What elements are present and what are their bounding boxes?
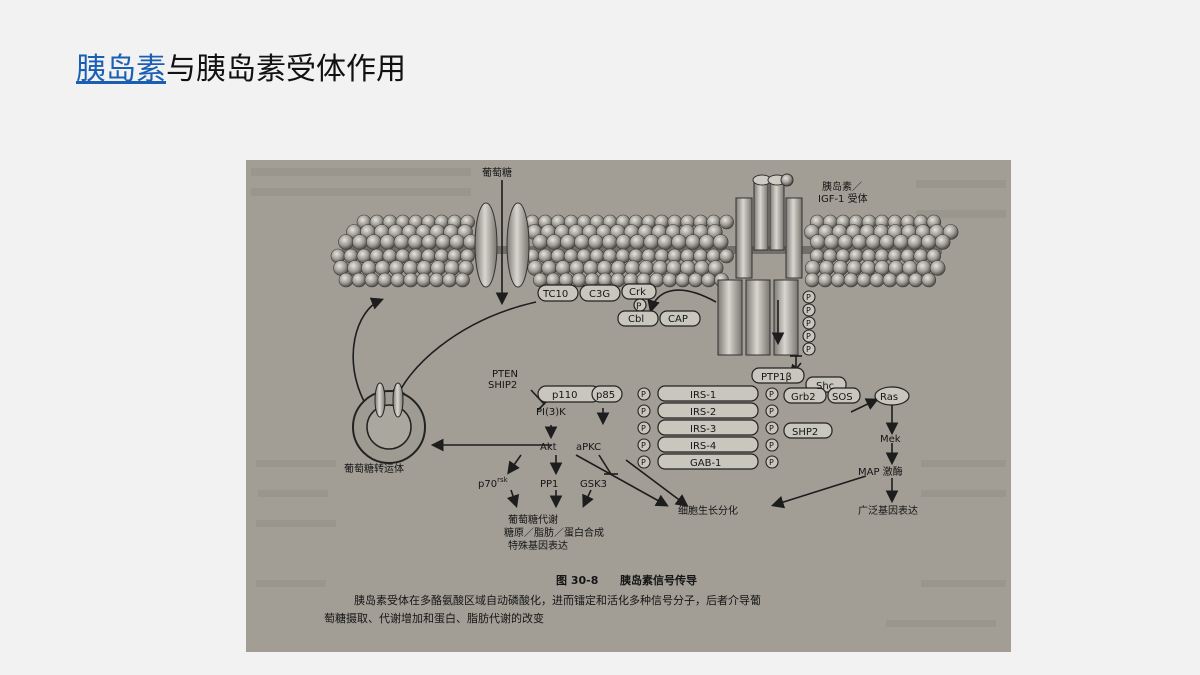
figure-title: 胰岛素信号传导 bbox=[619, 573, 697, 587]
label-pp1: PP1 bbox=[540, 479, 558, 490]
phospho-receptor bbox=[802, 342, 816, 356]
phospho-right bbox=[765, 438, 779, 452]
glucose-channel bbox=[474, 202, 530, 288]
title-rest: 与胰岛素受体作用 bbox=[166, 52, 406, 87]
label-irs4: IRS-4 bbox=[690, 441, 716, 452]
phospho-receptor bbox=[802, 290, 816, 304]
label-ship2: SHIP2 bbox=[488, 380, 517, 391]
phospho-left-label: P bbox=[641, 407, 646, 416]
phospho-left-label: P bbox=[641, 424, 646, 433]
slide-title: 胰岛素与胰岛素受体作用 bbox=[76, 44, 406, 88]
phospho-right-label: P bbox=[769, 390, 774, 399]
label-ras: Ras bbox=[880, 392, 898, 403]
label-mek: Mek bbox=[880, 434, 901, 445]
label-tc10: TC10 bbox=[542, 289, 568, 300]
label-p85: p85 bbox=[596, 390, 615, 401]
glucose-transporter-vesicle bbox=[352, 382, 426, 464]
phospho-right-label: P bbox=[769, 458, 774, 467]
label-pi3k: PI(3)K bbox=[536, 407, 566, 418]
label-shc: Shc bbox=[816, 381, 834, 392]
figure-caption-2: 萄糖摄取、代谢增加和蛋白、脂肪代谢的改变 bbox=[324, 611, 544, 625]
phospho-right bbox=[765, 387, 779, 401]
label-metab-3: 特殊基因表达 bbox=[508, 539, 568, 552]
label-pten: PTEN bbox=[492, 369, 518, 380]
figure-caption-1: 胰岛素受体在多酪氨酸区域自动磷酸化，进而镭定和活化多种信号分子，后者介导葡 bbox=[354, 593, 761, 607]
label-transporter: 葡萄糖转运体 bbox=[344, 462, 404, 475]
phospho-left-label: P bbox=[641, 390, 646, 399]
phospho-receptor-label: P bbox=[806, 293, 811, 302]
label-irs2: IRS-2 bbox=[690, 407, 716, 418]
label-apkc: aPKC bbox=[576, 442, 601, 453]
label-akt: Akt bbox=[540, 442, 557, 453]
phospho-right-label: P bbox=[769, 424, 774, 433]
label-metab-1: 葡萄糖代谢 bbox=[508, 513, 558, 526]
phospho-right bbox=[765, 421, 779, 435]
label-gab1: GAB-1 bbox=[690, 458, 721, 469]
phospho-receptor bbox=[802, 303, 816, 317]
phospho-receptor-label: P bbox=[806, 306, 811, 315]
figure-number: 图 30-8 bbox=[556, 574, 598, 587]
label-metab-2: 糖原／脂肪／蛋白合成 bbox=[504, 526, 604, 539]
label-growth: 细胞生长分化 bbox=[678, 504, 738, 517]
phospho-left-label: P bbox=[641, 441, 646, 450]
label-p70: p70rsk bbox=[478, 476, 509, 490]
label-gsk3: GSK3 bbox=[580, 479, 607, 490]
label-sos: SOS bbox=[832, 392, 853, 403]
label-gene-expr: 广泛基因表达 bbox=[858, 504, 918, 517]
label-ptp1b: PTP1β bbox=[761, 372, 792, 383]
label-irs3: IRS-3 bbox=[690, 424, 716, 435]
phospho-left bbox=[637, 455, 651, 469]
phospho-left-label: P bbox=[641, 458, 646, 467]
label-cbl: Cbl bbox=[628, 314, 644, 325]
title-link[interactable]: 胰岛素 bbox=[76, 52, 166, 87]
label-glucose: 葡萄糖 bbox=[482, 166, 512, 179]
label-receptor-2: IGF-1 受体 bbox=[818, 193, 868, 205]
phospho-receptor bbox=[802, 329, 816, 343]
label-cap: CAP bbox=[668, 314, 688, 325]
label-grb2: Grb2 bbox=[791, 392, 816, 403]
phospho-left bbox=[637, 421, 651, 435]
label-p-crk: P bbox=[636, 302, 642, 312]
phospho-left bbox=[637, 438, 651, 452]
phospho-left bbox=[637, 404, 651, 418]
label-receptor-1: 胰岛素／ bbox=[822, 180, 862, 193]
phospho-receptor-label: P bbox=[806, 332, 811, 341]
phospho-right-label: P bbox=[769, 441, 774, 450]
label-shp2: SHP2 bbox=[792, 427, 818, 438]
label-irs1: IRS-1 bbox=[690, 390, 716, 401]
phospho-receptor-label: P bbox=[806, 345, 811, 354]
cell-membrane bbox=[330, 214, 959, 288]
phospho-right bbox=[765, 404, 779, 418]
phospho-receptor-label: P bbox=[806, 319, 811, 328]
phospho-right bbox=[765, 455, 779, 469]
label-c3g: C3G bbox=[589, 289, 610, 300]
phospho-receptor bbox=[802, 316, 816, 330]
phospho-left bbox=[637, 387, 651, 401]
phospho-right-label: P bbox=[769, 407, 774, 416]
label-p110: p110 bbox=[552, 390, 577, 401]
label-map-kinase: MAP 激酶 bbox=[858, 465, 903, 478]
label-crk: Crk bbox=[629, 287, 646, 298]
